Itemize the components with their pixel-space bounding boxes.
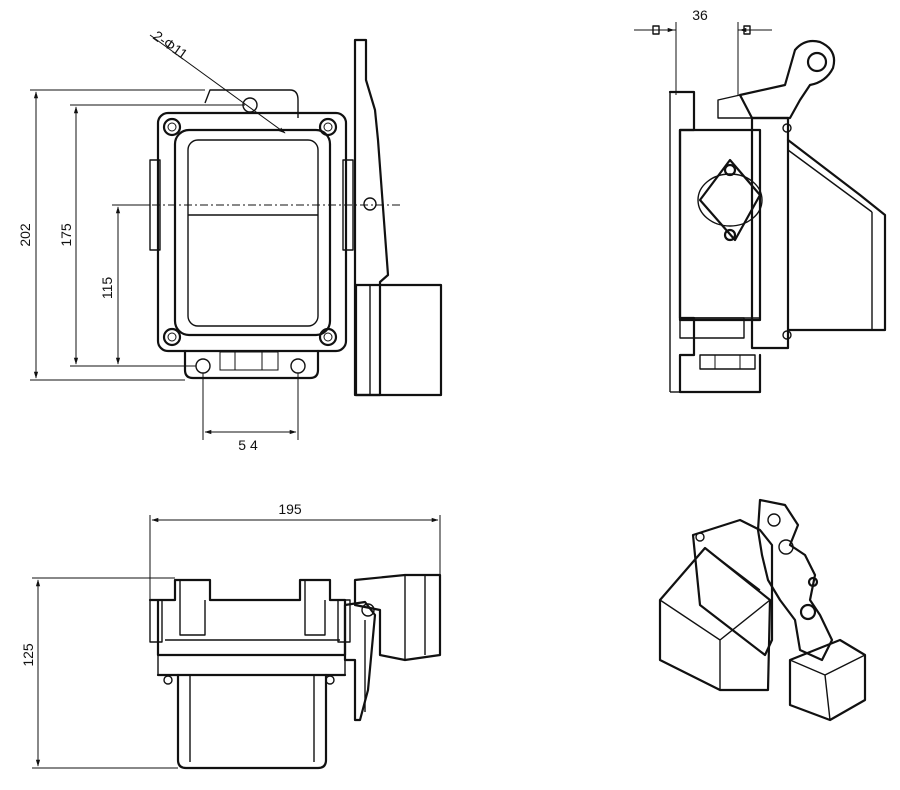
front-top-hole	[242, 97, 258, 113]
side-diamond-plate	[698, 158, 762, 242]
front-side-pivot	[363, 197, 377, 211]
top-dimensions	[32, 515, 441, 769]
front-side-box	[354, 283, 443, 397]
dim-36-label: 36	[692, 7, 708, 23]
dim-115-label: 115	[99, 277, 115, 300]
side-dimensions	[634, 22, 772, 95]
iso-lever-arm	[756, 498, 834, 662]
side-lever-eye	[806, 51, 828, 73]
front-connector	[219, 351, 279, 371]
top-side-box	[353, 573, 442, 662]
front-outer-plate	[156, 111, 348, 353]
dim-202-label: 202	[17, 223, 33, 247]
front-inner-frame	[173, 128, 332, 337]
top-lower-cover	[176, 673, 328, 770]
dim-175-label: 175	[58, 223, 74, 247]
dim-125-label: 125	[20, 643, 36, 667]
front-right-boss	[342, 159, 354, 251]
top-view	[148, 573, 442, 770]
iso-weight-box	[788, 638, 867, 722]
hole-callout-label: 2-Φ11	[150, 27, 191, 62]
side-lever-arm	[738, 39, 836, 120]
side-body	[678, 128, 762, 322]
front-top-hump	[204, 89, 299, 118]
front-side-profile	[353, 38, 390, 397]
top-upper-housing	[148, 578, 347, 657]
isometric-view	[658, 498, 867, 722]
dim-195-label: 195	[278, 501, 302, 517]
side-cover	[786, 138, 887, 332]
dim-54-label: 54	[238, 437, 262, 453]
front-dimensions	[30, 89, 299, 440]
front-window	[187, 139, 319, 327]
front-bottom-tab	[183, 349, 320, 380]
side-flange	[750, 116, 790, 350]
front-view	[120, 34, 443, 397]
iso-cover-box	[658, 546, 772, 692]
front-bottom-hole-left	[195, 358, 211, 374]
side-view	[668, 39, 887, 394]
front-corner-bolts	[162, 117, 338, 347]
iso-back-plate	[691, 518, 774, 657]
top-side-lever	[343, 600, 377, 722]
front-bottom-hole-right	[290, 358, 306, 374]
side-back-plate	[668, 90, 762, 394]
hole-callout-leader	[149, 34, 286, 134]
